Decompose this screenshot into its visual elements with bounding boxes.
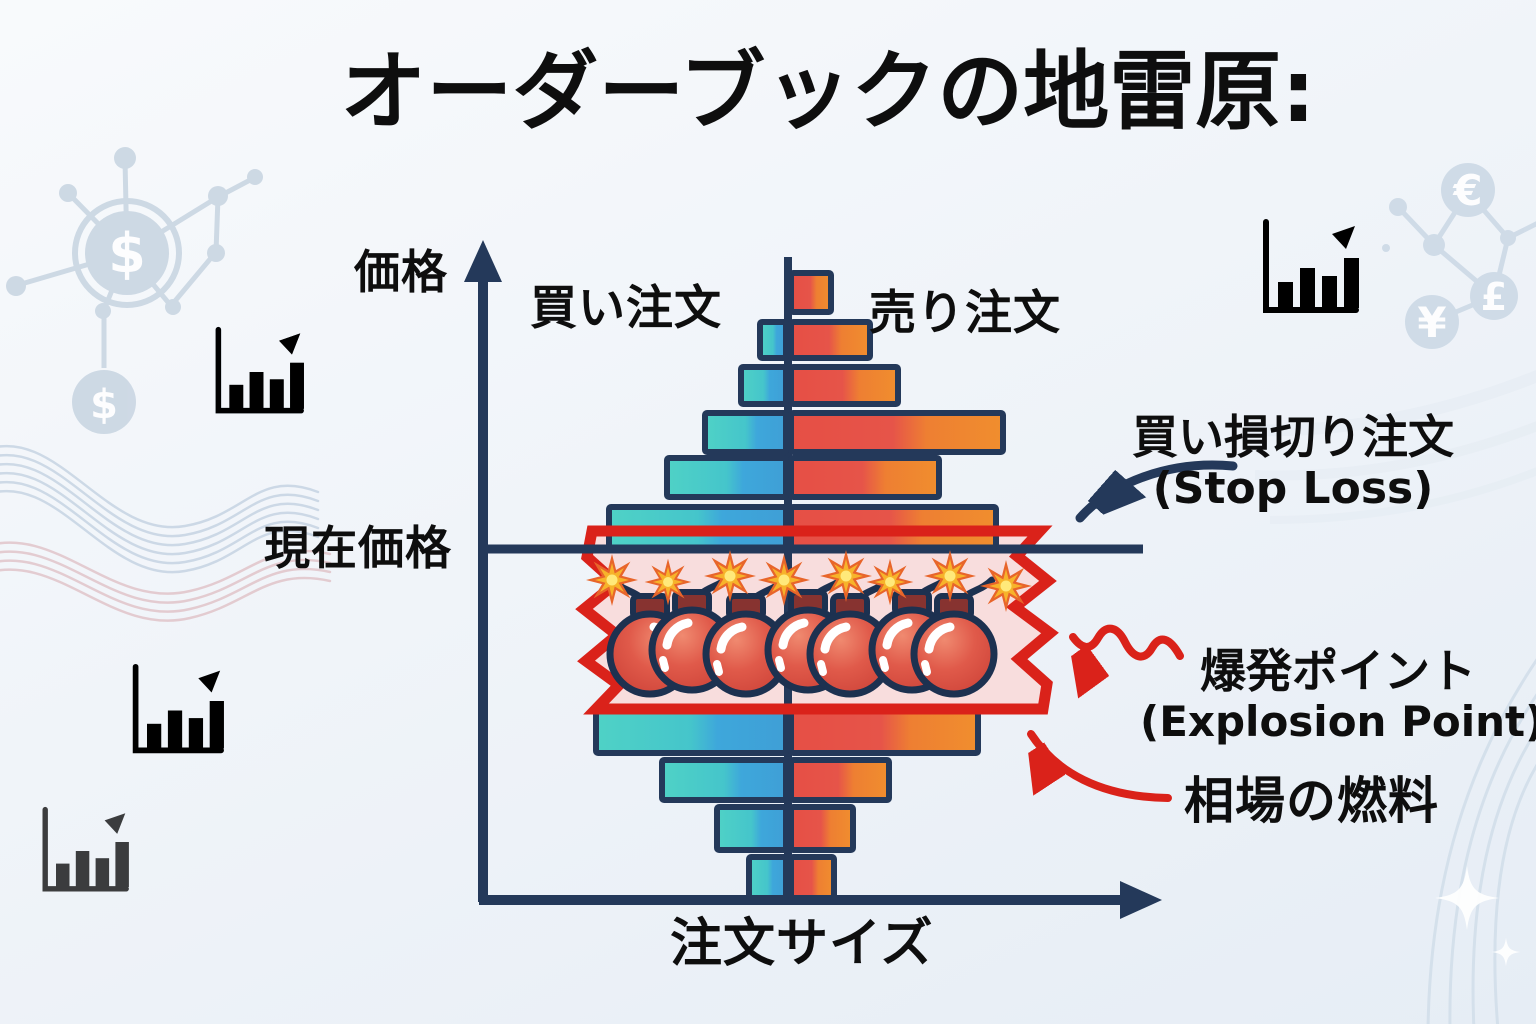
- decoration-chart-icon-topleft2: [218, 330, 304, 411]
- pound-icon: £: [1481, 275, 1507, 319]
- buy-order-bar: [738, 364, 789, 407]
- yen-circle: [1405, 295, 1459, 349]
- sell-order-bar: [788, 707, 981, 756]
- buy-order-bar: [714, 804, 789, 853]
- sell-order-bar: [788, 804, 856, 853]
- current-price-label: 現在価格: [264, 521, 452, 575]
- sell-order-bar: [788, 364, 901, 407]
- decoration-chart-icon-bottomleft: [136, 667, 224, 751]
- y-axis-label: 価格: [354, 245, 448, 299]
- buy-order-bar: [702, 410, 789, 455]
- sell-orders-label: 売り注文: [869, 286, 1061, 341]
- decoration-chart-icon-topright: [1266, 222, 1359, 310]
- euro-circle: [1441, 163, 1495, 217]
- spark-icon: [586, 554, 638, 606]
- buy-order-bar: [659, 757, 789, 803]
- decoration-network-dollar: $ $: [6, 147, 263, 434]
- sell-order-bar: [788, 757, 892, 803]
- y-axis-arrow-icon: [464, 240, 502, 282]
- stop-loss-callout: 買い損切り注文 (Stop Loss): [1108, 410, 1478, 514]
- x-axis-arrow-icon: [1120, 881, 1162, 919]
- sell-order-bar: [788, 854, 837, 901]
- sell-order-bar: [788, 410, 1006, 455]
- decoration-fan-curves: [1244, 370, 1536, 1024]
- decoration-wave-lines: [0, 444, 332, 622]
- spark-icon: [820, 550, 872, 602]
- spark-icon: [924, 550, 976, 602]
- orderbook-bars: [593, 270, 1006, 901]
- dollar-big-icon: $: [108, 222, 146, 285]
- sparkle-icon: [1435, 866, 1521, 967]
- buy-order-bar: [664, 455, 789, 500]
- explosion-callout: 爆発ポイント (Explosion Point): [1140, 644, 1536, 746]
- buy-order-bar: [757, 319, 789, 361]
- x-axis-label: 注文サイズ: [670, 914, 934, 974]
- decoration-currency-network: € £ ¥: [1382, 163, 1536, 349]
- spark-icon: [866, 558, 914, 606]
- explosion-label-jp: 爆発ポイント: [1200, 644, 1476, 698]
- spark-icon: [758, 554, 810, 606]
- sell-order-bar: [788, 270, 834, 315]
- explosion-wavy-arrow: [1073, 624, 1184, 657]
- fuel-label: 相場の燃料: [1184, 772, 1439, 830]
- spark-icon: [644, 558, 692, 606]
- pound-circle: [1470, 272, 1518, 320]
- stop-loss-arrow: [1075, 460, 1238, 518]
- dollar-ring-icon: [72, 198, 182, 308]
- fuel-curved-arrow: [1031, 730, 1172, 802]
- spark-icon: [980, 560, 1032, 612]
- sell-order-bar: [788, 319, 873, 361]
- explosion-label-en: (Explosion Point): [1140, 696, 1536, 746]
- dollar-small-icon: $: [90, 382, 118, 428]
- euro-icon: €: [1452, 166, 1482, 215]
- buy-orders-label: 買い注文: [530, 281, 722, 336]
- page-title: オーダーブックの地雷原:: [340, 42, 1316, 142]
- decoration-chart-icon-faint: [45, 810, 129, 889]
- dollar-small-circle: [72, 370, 136, 434]
- explosion-zone-border: [575, 525, 1059, 715]
- sell-order-bar: [788, 455, 942, 500]
- stop-loss-label-en: (Stop Loss): [1152, 462, 1434, 514]
- buy-order-bar: [593, 707, 789, 756]
- spark-icon: [704, 550, 756, 602]
- stop-loss-label-jp: 買い損切り注文: [1132, 410, 1454, 464]
- buy-order-bar: [746, 854, 789, 901]
- yen-icon: ¥: [1417, 298, 1446, 347]
